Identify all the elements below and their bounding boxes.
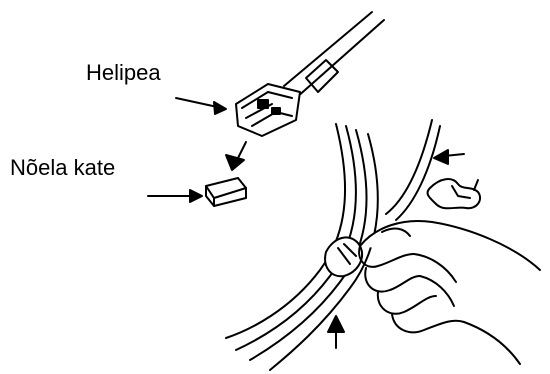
- loose-part-icon: [428, 179, 481, 208]
- cable-clip-icon: [325, 237, 362, 276]
- cable-drawing: [284, 12, 384, 98]
- left-arrow-icon: [434, 150, 464, 164]
- cap-pointer-arrow: [148, 190, 202, 202]
- needle-cap-icon: [206, 178, 246, 206]
- plug-pointer-arrow: [176, 98, 226, 114]
- up-arrow-icon: [328, 316, 344, 348]
- down-arrow-icon: [226, 142, 246, 170]
- hand-icon: [359, 221, 540, 364]
- plug-icon: [236, 84, 300, 136]
